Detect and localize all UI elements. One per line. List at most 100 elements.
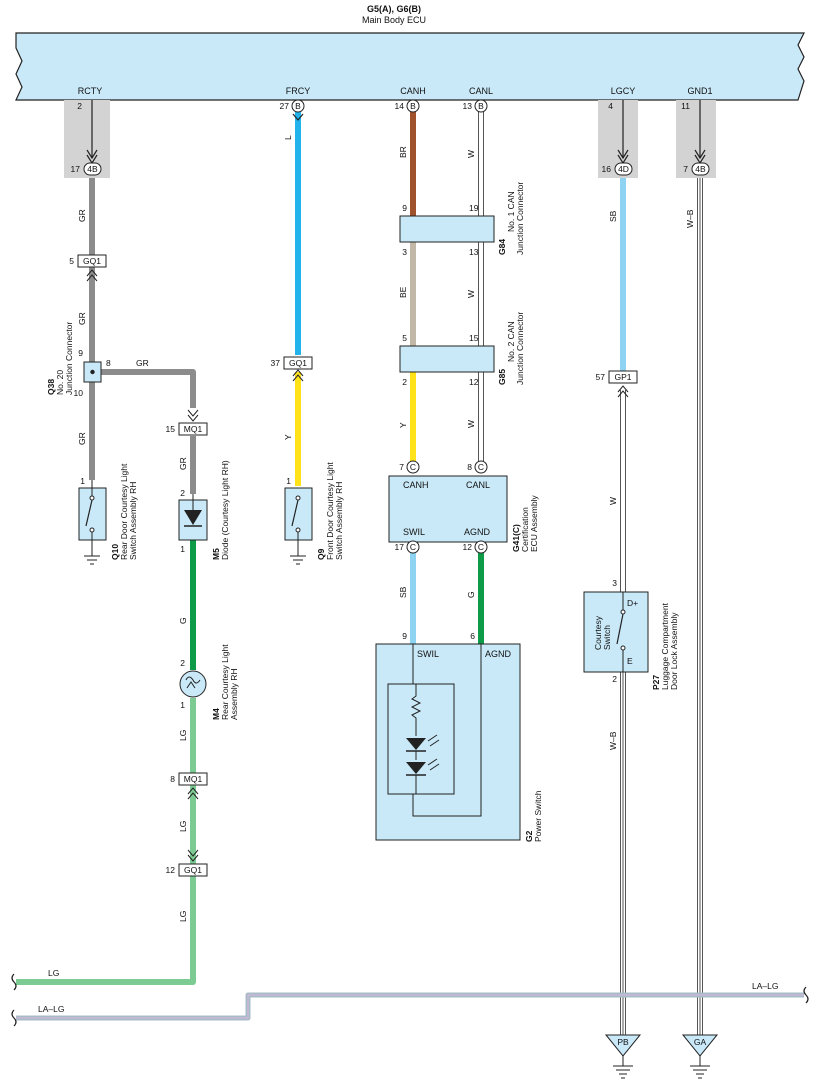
svg-text:W–B: W–B [685,209,695,228]
ecu-subtitle: Main Body ECU [362,15,426,25]
p27-name-line1: Luggage Compartment [660,602,670,690]
connector-canh-b: B [406,99,420,113]
svg-text:LG: LG [178,911,188,922]
svg-text:GQ1: GQ1 [184,865,202,875]
svg-text:13: 13 [469,247,479,257]
g2-name: Power Switch [533,790,543,842]
svg-text:Courtesy: Courtesy [593,615,603,650]
wire-break-marks [11,973,809,1027]
svg-text:CANL: CANL [466,480,490,490]
ground-pb: PB [604,1034,642,1079]
svg-text:LG: LG [178,821,188,832]
svg-text:17: 17 [71,164,81,174]
wire-rcty-branch-gr [100,369,196,408]
svg-text:C: C [410,462,416,472]
svg-text:LG: LG [178,730,188,741]
svg-text:Y: Y [398,422,408,428]
svg-text:9: 9 [402,631,407,641]
svg-text:SB: SB [398,586,408,598]
svg-text:17: 17 [395,542,405,552]
svg-text:W: W [466,290,476,298]
connector-frcy-b: B [291,99,305,113]
svg-text:B: B [410,101,416,111]
svg-text:CANH: CANH [403,480,429,490]
q9-front-door-courtesy-switch: 1 [284,476,313,565]
svg-text:BR: BR [398,146,408,158]
m4-name-line2: Assembly RH [229,669,239,720]
connector-rcty-4b: 4B 17 [71,162,102,176]
svg-text:BE: BE [398,286,408,298]
q9-name-line2: Switch Assembly RH [334,482,344,560]
pin-canh-top: 14 [395,101,405,111]
svg-text:L: L [283,135,293,140]
svg-text:C: C [478,462,484,472]
svg-text:4D: 4D [618,164,629,174]
svg-text:C: C [410,542,416,552]
ground-ga: GA [681,1034,719,1079]
svg-text:PB: PB [617,1037,629,1047]
ecu-terminal-rcty: RCTY [78,86,103,96]
svg-text:2: 2 [402,377,407,387]
svg-text:1: 1 [286,476,291,486]
q9-code: Q9 [316,548,326,560]
pin-canl-top: 13 [463,101,473,111]
q38-junction-connector: 9 8 10 [74,348,111,398]
pin-lgcy-top: 4 [608,101,613,111]
svg-text:37: 37 [271,358,281,368]
svg-text:4B: 4B [695,164,706,174]
svg-text:B: B [478,101,484,111]
svg-text:E: E [627,656,633,666]
svg-text:SWIL: SWIL [417,649,439,659]
svg-text:3: 3 [402,247,407,257]
m5-diode: 2 1 [178,488,208,554]
svg-text:12: 12 [469,377,479,387]
svg-text:W: W [466,150,476,158]
ecu-terminal-canh: CANH [400,86,426,96]
svg-text:16: 16 [602,164,612,174]
svg-text:57: 57 [596,372,606,382]
ecu-terminal-gnd1: GND1 [687,86,712,96]
g41-code: G41(C) [511,524,521,552]
g84-code: G84 [497,239,507,255]
svg-text:W: W [608,497,618,505]
g85-code: G85 [497,369,507,385]
svg-text:Junction Connector: Junction Connector [64,322,74,395]
svg-text:7: 7 [683,164,688,174]
wire-m4-lg [16,698,196,985]
svg-text:D+: D+ [627,598,638,608]
svg-text:3: 3 [612,578,617,588]
svg-text:4B: 4B [87,164,98,174]
g84-name-line1: No. 1 CAN [506,191,516,232]
q38-code: Q38 [46,379,56,395]
g84-name-line2: Junction Connector [515,182,525,255]
svg-text:19: 19 [469,203,479,213]
g84-can-junction-connector: 9 19 3 13 [399,203,495,257]
svg-text:LG: LG [48,968,59,978]
ecu-title: G5(A), G6(B) [367,4,421,14]
svg-text:MQ1: MQ1 [184,424,203,434]
svg-text:Switch: Switch [602,625,612,650]
svg-text:GR: GR [77,312,87,325]
svg-text:10: 10 [74,388,84,398]
svg-text:15: 15 [469,333,479,343]
main-body-ecu [15,32,805,101]
svg-text:W–B: W–B [608,731,618,750]
pin-rcty-top: 2 [77,101,82,111]
wire-la-lg [16,992,804,1021]
m4-code: M4 [211,708,221,720]
pin-frcy-top: 27 [280,101,290,111]
svg-text:9: 9 [78,348,83,358]
ecu-terminal-lgcy: LGCY [611,86,636,96]
ecu-terminal-frcy: FRCY [286,86,311,96]
svg-text:GR: GR [77,209,87,222]
svg-text:GR: GR [136,358,149,368]
g85-name-line1: No. 2 CAN [506,321,516,362]
svg-text:No. 20: No. 20 [55,370,65,395]
svg-text:G: G [466,591,476,598]
svg-text:1: 1 [180,700,185,710]
q10-name-line2: Switch Assembly RH [128,482,138,560]
